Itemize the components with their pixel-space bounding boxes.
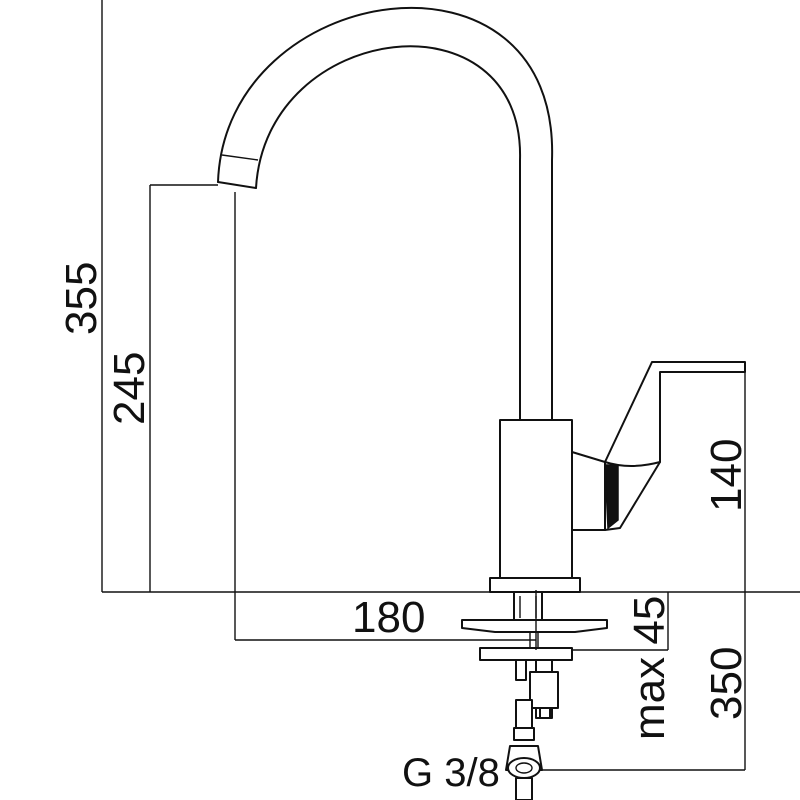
dim-350-label: 350 xyxy=(702,647,751,720)
faucet-body xyxy=(489,361,746,593)
dim-355-label: 355 xyxy=(57,262,106,335)
dim-140-label: 140 xyxy=(702,439,751,512)
dimension-lines xyxy=(101,0,800,771)
faucet-spout xyxy=(217,6,554,421)
dim-180-label: 180 xyxy=(352,593,425,642)
fixing-assembly xyxy=(461,591,608,800)
dim-max45-label: max 45 xyxy=(625,596,674,740)
connection-thread-label: G 3/8 xyxy=(402,751,500,795)
dim-245-label: 245 xyxy=(105,352,154,425)
